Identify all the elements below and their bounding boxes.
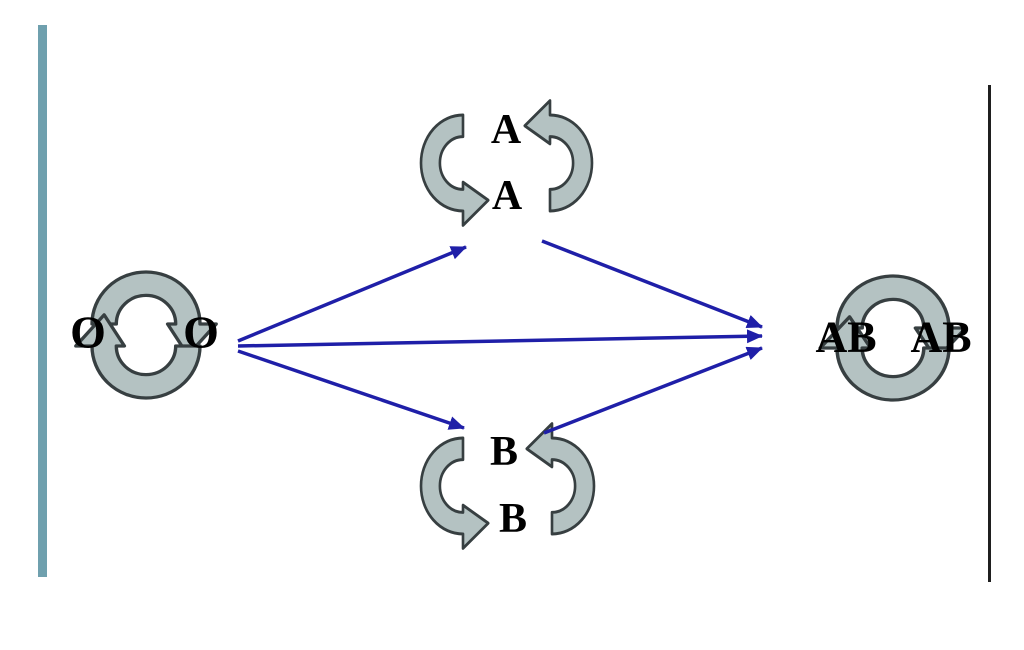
node-label-ab-right: AB (910, 313, 971, 362)
left-border-bar (38, 25, 47, 577)
flow-arrow-o-to-b (237, 349, 465, 430)
node-label-a-top: A (491, 107, 522, 153)
self-loop-a-left-icon (419, 113, 490, 227)
right-border-line (988, 85, 991, 582)
flow-arrows (237, 239, 763, 435)
flow-arrow-a-to-ab (541, 239, 763, 329)
flow-arrow-b-to-ab (543, 346, 763, 435)
node-labels: O O A A B B AB AB (70, 107, 971, 542)
flow-arrow-o-to-ab (237, 329, 763, 348)
self-loop-b-left-icon (419, 436, 490, 550)
node-label-o-left: O (70, 307, 106, 358)
flow-arrow-o-to-a (237, 245, 467, 343)
node-label-ab-left: AB (815, 313, 876, 362)
node-label-b-top: B (490, 429, 518, 475)
self-loop-b-right-icon (525, 422, 596, 536)
node-label-o-right: O (183, 307, 219, 358)
node-label-b-bottom: B (499, 496, 527, 542)
self-loop-a-right-icon (523, 99, 594, 213)
node-label-a-bottom: A (492, 173, 523, 219)
